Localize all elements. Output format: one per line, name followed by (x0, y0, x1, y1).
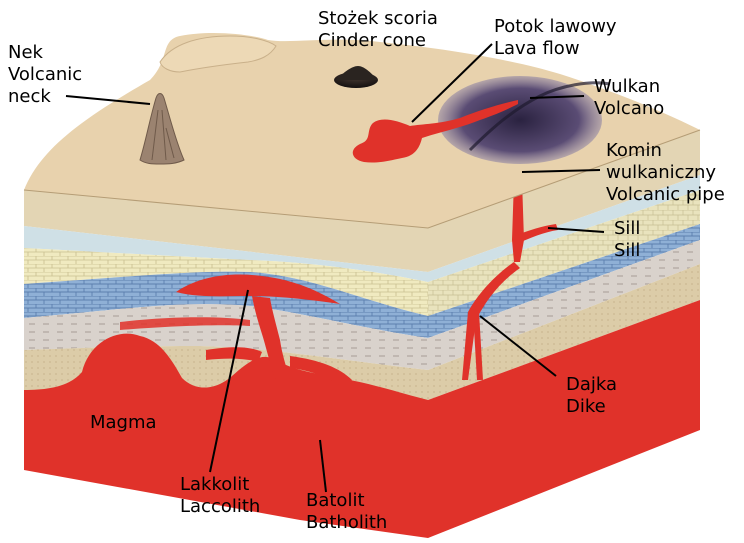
magma-label: Magma (90, 412, 157, 433)
label-volcanic-neck: Nek Volcanic neck (8, 42, 83, 107)
label-volcano: Wulkan Volcano (594, 76, 665, 119)
volcanic-neck (139, 93, 185, 165)
label-sill: Sill Sill (614, 218, 641, 261)
label-batholith: Batolit Batholith (306, 490, 388, 533)
leader-sill (547, 227, 605, 233)
front-layer-shale (24, 304, 428, 370)
batholith-blob (24, 333, 428, 420)
plateau (159, 35, 277, 73)
front-dike-right (290, 356, 352, 388)
front-face (24, 190, 428, 538)
front-magma (24, 390, 428, 538)
leader-neck (65, 95, 151, 105)
neck-detail (151, 109, 175, 161)
laccolith-feeder (252, 296, 290, 380)
front-layer-limestone (24, 248, 428, 316)
label-cinder-cone: Stożek scoria Cinder cone (318, 8, 438, 51)
sill (514, 224, 558, 244)
leader-lines (65, 43, 605, 493)
leader-pipe (521, 169, 601, 173)
leader-lava (411, 43, 493, 123)
cinder-cone-peak (336, 66, 378, 80)
front-sill (120, 317, 250, 330)
leader-batholith (319, 439, 327, 493)
leader-dike (479, 315, 557, 377)
leader-laccolith (209, 289, 249, 473)
label-laccolith: Lakkolit Laccolith (180, 474, 261, 517)
front-layer-lightblue (24, 226, 428, 282)
label-dike: Dajka Dike (566, 374, 618, 417)
leader-volcano (529, 95, 585, 99)
lava-flow (352, 100, 518, 163)
side-face (428, 100, 700, 538)
front-layer-blue (24, 271, 428, 338)
front-layer-sandstone (24, 190, 428, 272)
label-volcanic-pipe: Komin wulkaniczny Volcanic pipe (606, 140, 725, 205)
label-lava-flow: Potok lawowy Lava flow (494, 16, 617, 59)
laccolith (176, 274, 340, 304)
